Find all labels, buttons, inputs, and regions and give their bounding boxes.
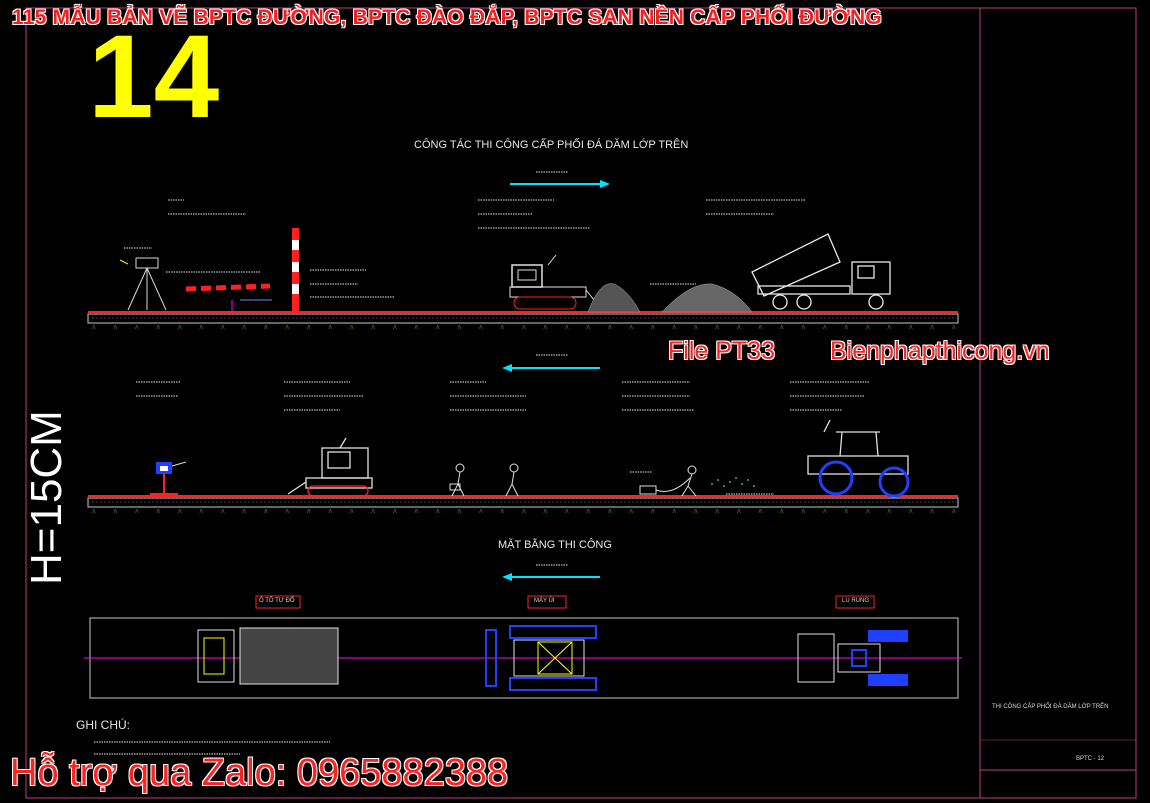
sheet-side-title: THI CÔNG CẤP PHỐI ĐÁ DĂM LỚP TRÊN [992,704,1109,710]
section1-arrow [510,180,610,188]
level-instrument-icon [150,461,187,495]
plan-tag-roller: LU RUNG [842,598,870,604]
plan-tag-dozer: MÁY ỦI [534,598,555,604]
section2-arrow [502,364,600,372]
file-label: File PT33 [668,337,775,365]
water-spray [711,477,755,487]
plan-tag-box [835,595,875,609]
banner-title: 115 MẪU BẢN VẼ BPTC ĐƯỜNG, BPTC ĐÀO ĐẮP,… [12,6,882,29]
plan-tag-truck: Ô TÔ TỰ ĐỔ [259,598,295,604]
section3-arrow [502,573,600,581]
worker-icon [505,463,519,497]
notes-heading: GHI CHÚ: [76,718,130,732]
vibratory-roller-icon [807,419,910,498]
dozer-plan-icon [485,625,597,691]
grass-hatch: ᴧᴧᴧᴧᴧᴧᴧᴧᴧᴧᴧᴧᴧᴧᴧᴧᴧᴧᴧᴧᴧᴧᴧᴧᴧᴧᴧᴧᴧᴧᴧᴧᴧᴧᴧᴧᴧᴧᴧᴧ… [92,324,956,331]
section1-title: CÔNG TÁC THI CÔNG CẤP PHỐI ĐÁ DĂM LỚP TR… [414,139,689,151]
bulldozer-icon [287,437,373,497]
section3-title: MẶT BẰNG THI CÔNG [498,539,612,551]
grader-icon [509,254,599,310]
dump-truck-icon [751,233,891,310]
aggregate-pile [587,283,753,313]
survey-tripod-icon [119,257,167,311]
site-label: Bienphapthicong.vn [830,337,1050,365]
roller-plan-icon [797,630,908,686]
plan-tag-box [255,595,301,609]
zalo-support-label: Hỗ trợ qua Zalo: 0965882388 [10,752,509,794]
truck-plan-icon [197,627,339,685]
grass-hatch: ᴧᴧᴧᴧᴧᴧᴧᴧᴧᴧᴧᴧᴧᴧᴧᴧᴧᴧᴧᴧᴧᴧᴧᴧᴧᴧᴧᴧᴧᴧᴧᴧᴧᴧᴧᴧᴧᴧᴧᴧ… [92,508,956,515]
section2-ground [87,495,959,508]
water-pump-worker-icon [639,465,697,497]
page-number-badge: 14 [88,11,220,143]
worker-icon [449,463,465,497]
leveling-staff-icon [185,228,299,312]
section1-ground [87,311,959,324]
plan-tag-box [527,595,567,609]
sheet-code: BPTC - 12 [1076,756,1105,762]
